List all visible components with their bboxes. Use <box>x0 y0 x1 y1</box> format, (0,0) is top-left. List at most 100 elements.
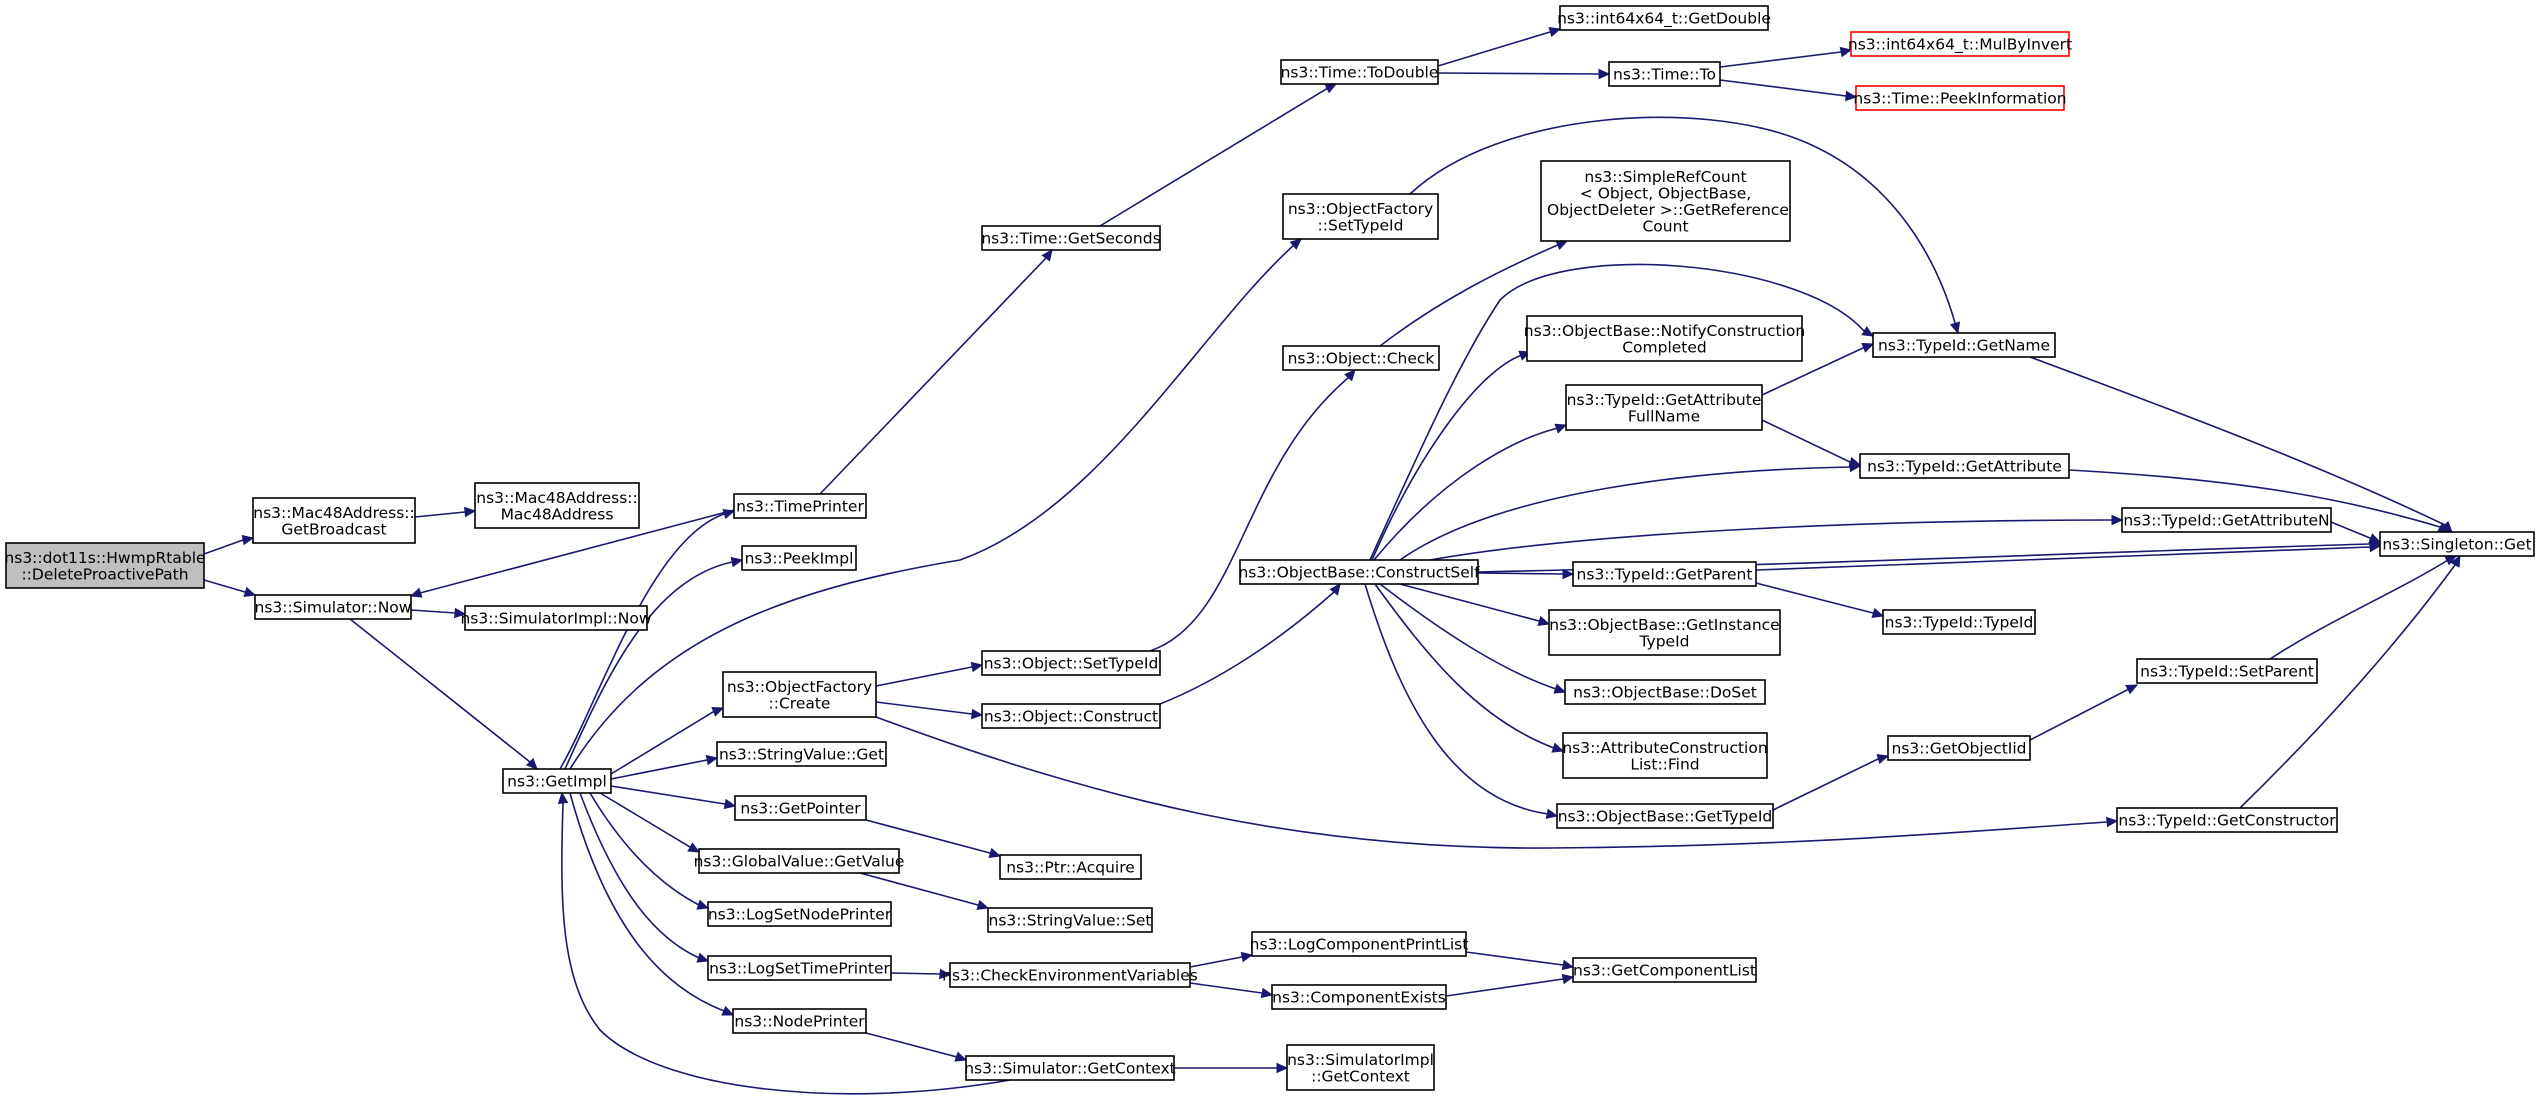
node-box[interactable] <box>949 962 1191 988</box>
node-box[interactable] <box>1251 931 1467 957</box>
node-box[interactable] <box>464 605 648 631</box>
node-box[interactable] <box>1855 85 2065 111</box>
node-typeIdGetParent[interactable]: ns3::TypeId::GetParent <box>1572 561 1757 587</box>
node-objectBaseDoSet[interactable]: ns3::ObjectBase::DoSet <box>1564 679 1766 705</box>
node-box[interactable] <box>1556 803 1774 829</box>
node-box[interactable] <box>1887 735 2031 761</box>
node-typeIdGetName[interactable]: ns3::TypeId::GetName <box>1872 332 2056 358</box>
node-box[interactable] <box>2121 507 2332 533</box>
node-box[interactable] <box>999 854 1142 880</box>
node-box[interactable] <box>1572 561 1757 587</box>
node-box[interactable] <box>716 741 887 767</box>
node-box[interactable] <box>741 545 857 571</box>
node-box[interactable] <box>1282 345 1440 371</box>
node-box[interactable] <box>707 901 892 927</box>
node-box[interactable] <box>1239 559 1479 585</box>
node-typeIdSetParent[interactable]: ns3::TypeId::SetParent <box>2136 658 2318 684</box>
node-deleteProactivePath[interactable]: ns3::dot11s::HwmpRtable::DeleteProactive… <box>4 542 206 589</box>
node-getPointer[interactable]: ns3::GetPointer <box>734 795 867 821</box>
node-getComponentList[interactable]: ns3::GetComponentList <box>1572 957 1757 983</box>
node-box[interactable] <box>502 768 612 794</box>
node-objectBaseGetTypeId[interactable]: ns3::ObjectBase::GetTypeId <box>1556 803 1774 829</box>
node-box[interactable] <box>1859 453 2070 479</box>
node-box[interactable] <box>987 907 1153 933</box>
node-peekImpl[interactable]: ns3::PeekImpl <box>741 545 857 571</box>
node-objectFactorySetTypeId[interactable]: ns3::ObjectFactory::SetTypeId <box>1282 193 1439 240</box>
node-box[interactable] <box>2116 807 2338 833</box>
node-box[interactable] <box>1540 160 1791 242</box>
node-simulatorImplNow[interactable]: ns3::SimulatorImpl::Now <box>460 605 652 631</box>
node-timeGetSeconds[interactable]: ns3::Time::GetSeconds <box>981 225 1161 251</box>
node-box[interactable] <box>707 955 892 981</box>
node-getImpl[interactable]: ns3::GetImpl <box>502 768 612 794</box>
node-box[interactable] <box>698 848 900 874</box>
node-box[interactable] <box>981 650 1161 676</box>
node-ptrAcquire[interactable]: ns3::Ptr::Acquire <box>999 854 1142 880</box>
node-logSetNodePrinter[interactable]: ns3::LogSetNodePrinter <box>707 901 892 927</box>
node-getObjectIid[interactable]: ns3::GetObjectIid <box>1887 735 2031 761</box>
node-logComponentPrintList[interactable]: ns3::LogComponentPrintList <box>1250 931 1469 957</box>
node-box[interactable] <box>5 542 205 589</box>
node-box[interactable] <box>1282 193 1439 240</box>
node-simulatorGetContext[interactable]: ns3::Simulator::GetContext <box>964 1055 1176 1081</box>
node-objectFactoryCreate[interactable]: ns3::ObjectFactory::Create <box>722 671 877 718</box>
node-nodePrinter[interactable]: ns3::NodePrinter <box>732 1008 867 1034</box>
node-componentExists[interactable]: ns3::ComponentExists <box>1271 984 1447 1010</box>
node-objectConstruct[interactable]: ns3::Object::Construct <box>981 703 1161 729</box>
node-singletonGet[interactable]: ns3::Singleton::Get <box>2379 531 2535 557</box>
node-box[interactable] <box>1526 315 1803 362</box>
node-box[interactable] <box>1882 609 2036 635</box>
node-box[interactable] <box>1548 609 1781 656</box>
node-box[interactable] <box>981 225 1161 251</box>
node-timePrinter[interactable]: ns3::TimePrinter <box>733 493 867 519</box>
node-box[interactable] <box>1271 984 1447 1010</box>
node-box[interactable] <box>1572 957 1757 983</box>
node-mac48Ctor[interactable]: ns3::Mac48Address::Mac48Address <box>474 482 640 529</box>
node-simpleRefCount[interactable]: ns3::SimpleRefCount< Object, ObjectBase,… <box>1540 160 1791 242</box>
node-typeIdGetConstructor[interactable]: ns3::TypeId::GetConstructor <box>2116 807 2338 833</box>
node-timePeekInformation[interactable]: ns3::Time::PeekInformation <box>1853 85 2067 111</box>
node-stringValueSet[interactable]: ns3::StringValue::Set <box>987 907 1153 933</box>
node-logSetTimePrinter[interactable]: ns3::LogSetTimePrinter <box>707 955 892 981</box>
node-box[interactable] <box>1564 679 1766 705</box>
node-box[interactable] <box>981 703 1161 729</box>
node-box[interactable] <box>1565 384 1763 431</box>
node-box[interactable] <box>2136 658 2318 684</box>
node-box[interactable] <box>1559 5 1769 31</box>
node-box[interactable] <box>2379 531 2535 557</box>
node-objectBaseConstructSelf[interactable]: ns3::ObjectBase::ConstructSelf <box>1238 559 1480 585</box>
node-box[interactable] <box>734 795 867 821</box>
node-simulatorImplGetContext[interactable]: ns3::SimulatorImpl::GetContext <box>1286 1044 1435 1091</box>
node-box[interactable] <box>1280 59 1439 85</box>
node-box[interactable] <box>1608 61 1721 87</box>
node-globalValueGetValue[interactable]: ns3::GlobalValue::GetValue <box>694 848 905 874</box>
node-stringValueGet[interactable]: ns3::StringValue::Get <box>716 741 887 767</box>
node-box[interactable] <box>1562 732 1768 779</box>
node-box[interactable] <box>252 497 416 544</box>
node-timeToDouble[interactable]: ns3::Time::ToDouble <box>1280 59 1439 85</box>
node-int64GetDouble[interactable]: ns3::int64x64_t::GetDouble <box>1557 5 1771 31</box>
node-simulatorNow[interactable]: ns3::Simulator::Now <box>254 594 412 620</box>
node-int64MulByInvert[interactable]: ns3::int64x64_t::MulByInvert <box>1848 31 2072 57</box>
node-box[interactable] <box>1286 1044 1435 1091</box>
node-objectSetTypeId[interactable]: ns3::Object::SetTypeId <box>981 650 1161 676</box>
node-notifyConstructionCompleted[interactable]: ns3::ObjectBase::NotifyConstructionCompl… <box>1524 315 1805 362</box>
node-checkEnvVars[interactable]: ns3::CheckEnvironmentVariables <box>942 962 1198 988</box>
node-typeIdTypeId[interactable]: ns3::TypeId::TypeId <box>1882 609 2036 635</box>
node-box[interactable] <box>1872 332 2056 358</box>
node-objectCheck[interactable]: ns3::Object::Check <box>1282 345 1440 371</box>
node-typeIdGetAttribute[interactable]: ns3::TypeId::GetAttribute <box>1859 453 2070 479</box>
node-box[interactable] <box>474 482 640 529</box>
node-box[interactable] <box>733 493 867 519</box>
node-box[interactable] <box>965 1055 1175 1081</box>
node-box[interactable] <box>254 594 412 620</box>
node-box[interactable] <box>1850 31 2070 57</box>
node-timeTo[interactable]: ns3::Time::To <box>1608 61 1721 87</box>
node-box[interactable] <box>732 1008 867 1034</box>
node-typeIdGetAttributeN[interactable]: ns3::TypeId::GetAttributeN <box>2121 507 2332 533</box>
node-box[interactable] <box>722 671 877 718</box>
node-mac48GetBroadcast[interactable]: ns3::Mac48Address::GetBroadcast <box>252 497 416 544</box>
